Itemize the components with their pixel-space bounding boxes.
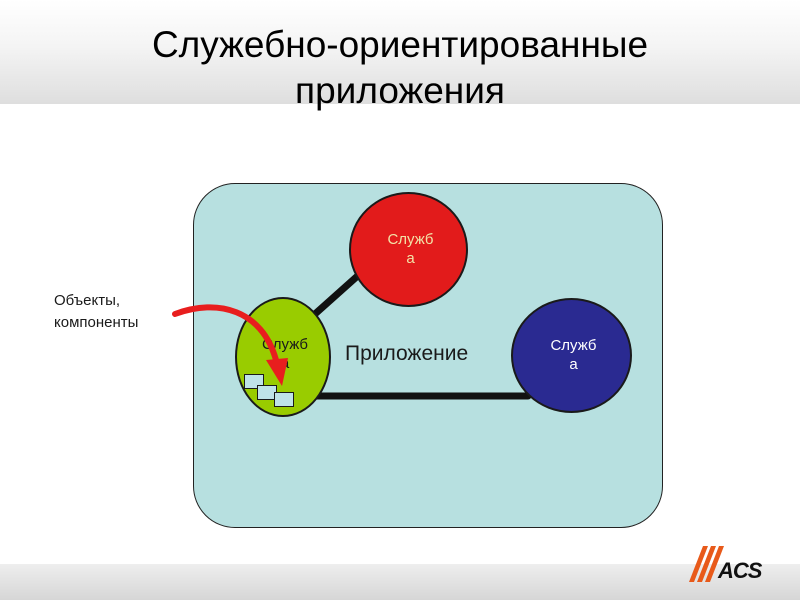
acs-logo-icon	[689, 546, 724, 582]
logo-text: ACS	[718, 558, 762, 583]
footer-band	[0, 564, 800, 600]
callout-line-2: компоненты	[54, 314, 139, 331]
application-label: Приложение	[345, 342, 469, 365]
callout-arrow-head	[266, 358, 288, 386]
callout-label: Объекты, компоненты	[54, 290, 138, 334]
service-blue-label-line-1: Служб	[550, 337, 597, 354]
service-blue-label-line-2: а	[569, 356, 578, 373]
slide-title-line-2: приложения	[295, 70, 505, 111]
callout-line-1: Объекты,	[54, 292, 121, 309]
slide-title-line-1: Служебно-ориентированные	[151, 24, 649, 65]
service-red-label-line-1: Служб	[387, 231, 434, 248]
slide-title: Служебно-ориентированные приложения	[0, 22, 800, 114]
service-node-red: Служб а	[349, 192, 468, 307]
callout-arrow-path	[172, 304, 279, 363]
service-red-label-line-2: а	[406, 250, 415, 267]
header-band	[0, 0, 800, 104]
service-node-blue: Служб а	[511, 298, 632, 413]
component-box	[274, 392, 294, 407]
